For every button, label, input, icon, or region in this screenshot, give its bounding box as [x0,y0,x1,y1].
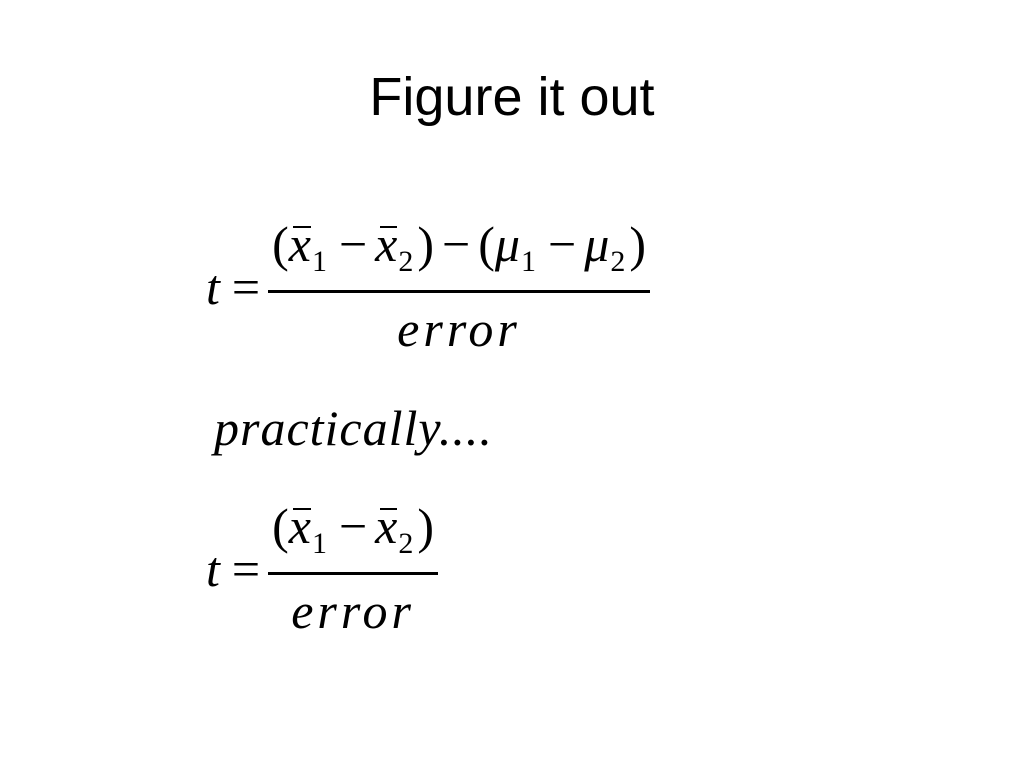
subscript-1: 1 [521,245,536,278]
practical-t-formula: t = ( x 1 − x 2 ) error [206,498,439,639]
t-variable: t [206,258,220,315]
subscript-2: 2 [610,245,626,278]
fraction-bar [268,572,439,575]
denominator: error [397,301,521,357]
fraction-bar [268,290,650,293]
close-paren: ) [417,216,435,272]
numerator: ( x 1 − x 2 ) − ( μ 1 − μ 2 ) [268,216,650,280]
open-paren: ( [272,216,289,272]
subscript-1: 1 [311,527,327,560]
formula-lhs: t = [206,259,268,315]
close-paren: ) [629,216,646,272]
x-bar-2: x [375,498,398,554]
minus-sign: − [338,498,368,554]
fraction: ( x 1 − x 2 ) error [268,498,439,639]
equals-sign: = [231,540,261,597]
x-bar-1: x [288,498,311,554]
minus-sign: − [548,216,577,272]
fraction: ( x 1 − x 2 ) − ( μ 1 − μ 2 ) error [268,216,650,357]
practically-text: practically.... [214,400,493,456]
t-variable: t [206,540,220,597]
numerator: ( x 1 − x 2 ) [268,498,438,562]
open-paren: ( [478,216,495,272]
close-paren: ) [417,498,435,554]
subscript-1: 1 [311,245,327,278]
slide-title: Figure it out [369,67,655,127]
open-paren: ( [272,498,289,554]
x-bar-2: x [375,216,398,272]
mu-2: μ [584,216,610,272]
minus-sign: − [442,216,471,272]
formula-lhs: t = [206,541,268,597]
subscript-2: 2 [398,245,414,278]
mu-1: μ [494,216,520,272]
equals-sign: = [231,258,261,315]
denominator: error [291,583,415,639]
minus-sign: − [338,216,368,272]
subscript-2: 2 [398,527,414,560]
x-bar-1: x [288,216,311,272]
t-statistic-formula: t = ( x 1 − x 2 ) − ( μ 1 − μ 2 ) error [206,216,650,357]
